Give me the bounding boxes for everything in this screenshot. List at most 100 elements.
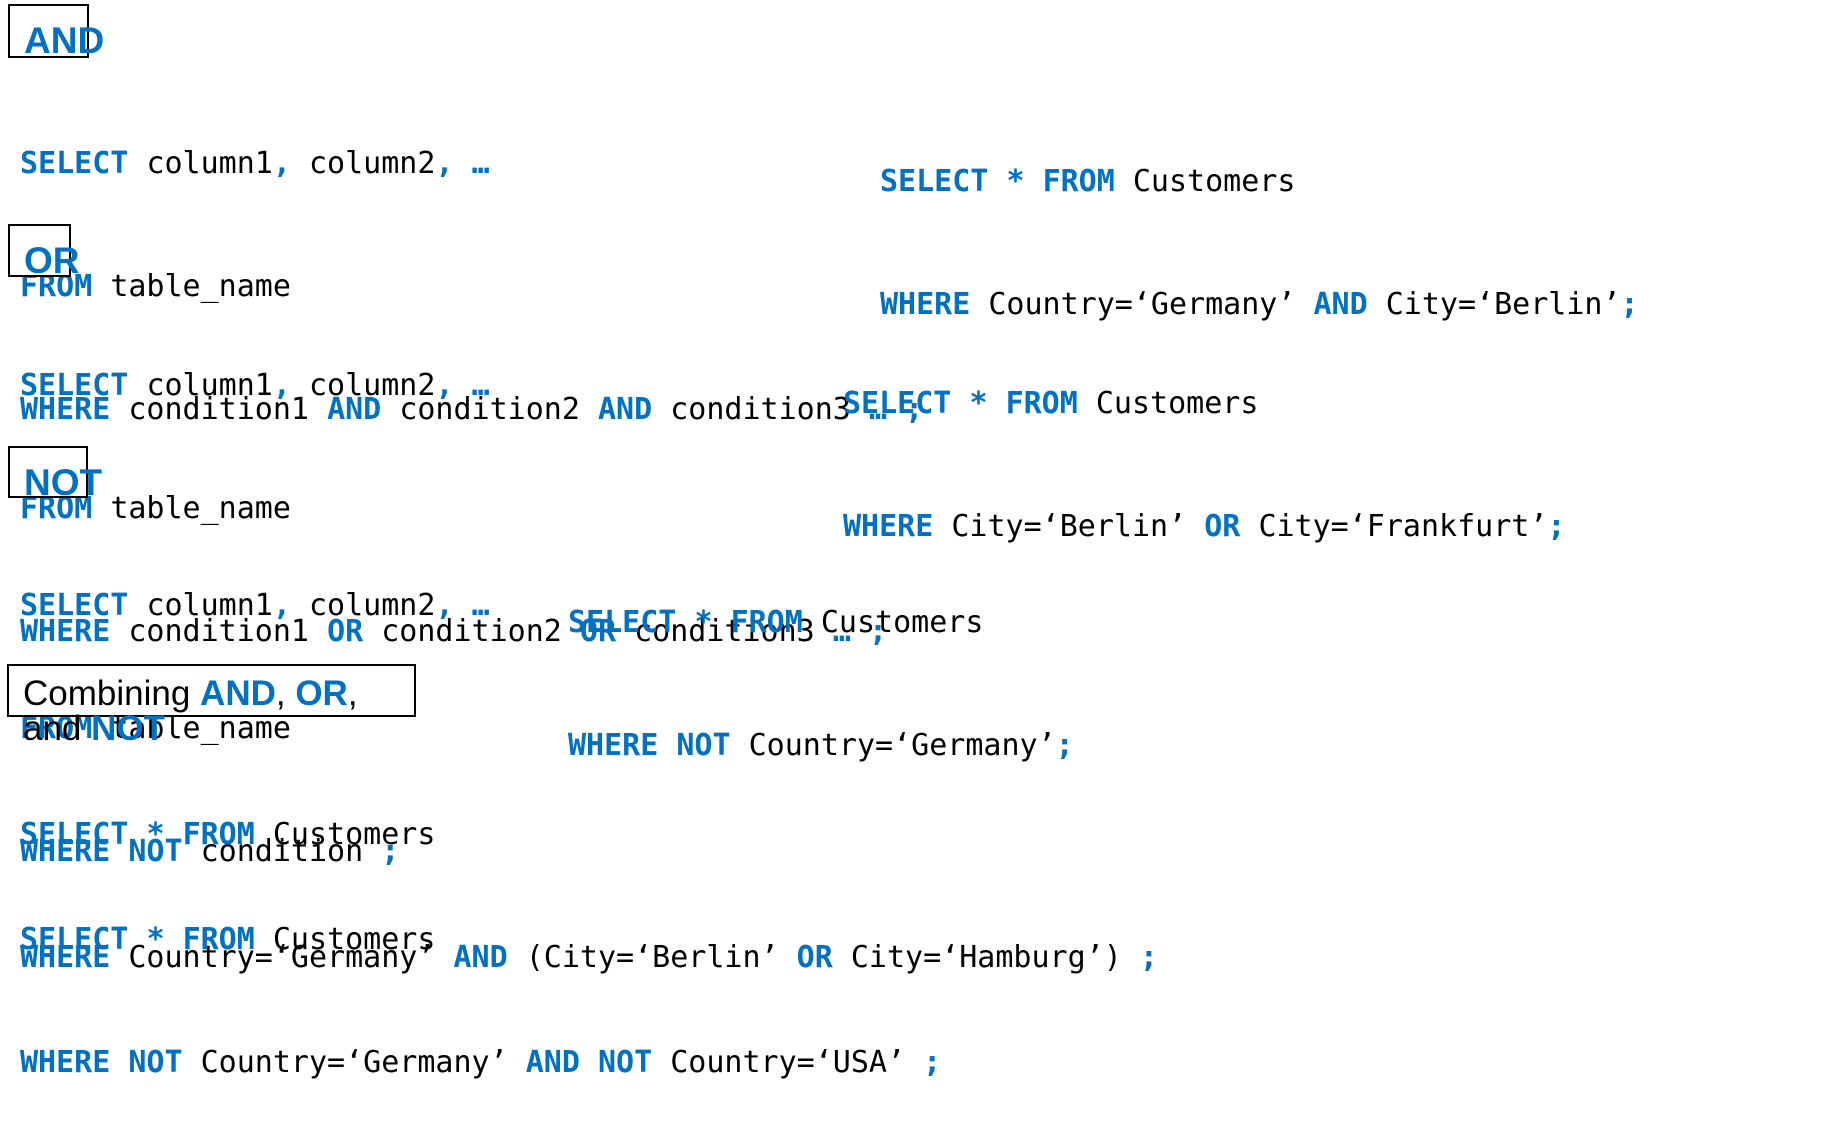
or-example-where-line: WHERE City=‘Berlin’ OR City=‘Frankfurt’;: [843, 506, 1565, 547]
or-example-block: SELECT * FROM Customers WHERE City=‘Berl…: [843, 301, 1565, 588]
semicolon: ;: [1055, 728, 1074, 763]
and-syntax-from-line: FROM table_name: [20, 266, 923, 307]
ellipsis: …: [471, 368, 490, 403]
column1-text: column1: [146, 146, 273, 181]
country-expr: Country=‘Germany’: [748, 728, 1056, 763]
condition2-text: condition2: [399, 392, 580, 427]
and-syntax-block: SELECT column1, column2, … FROM table_na…: [20, 61, 923, 471]
heading-combining-not: NOT: [91, 709, 166, 748]
semicolon: ;: [1620, 287, 1639, 322]
kw-not: NOT: [128, 834, 183, 869]
heading-combining-sep: ,: [275, 674, 296, 713]
kw-not: NOT: [597, 1045, 653, 1080]
city-expr: City=‘Berlin’: [543, 940, 779, 975]
kw-where: WHERE: [568, 728, 659, 763]
semicolon: ;: [381, 834, 400, 869]
kw-and: AND: [1313, 287, 1368, 322]
kw-and: AND: [525, 1045, 580, 1080]
kw-select: SELECT: [880, 164, 989, 199]
table-customers: Customers: [272, 922, 436, 957]
and-example-block: SELECT * FROM Customers WHERE Country=‘G…: [880, 79, 1639, 366]
kw-not: NOT: [676, 728, 731, 763]
not-syntax-where-line: WHERE NOT condition ;: [20, 831, 490, 872]
kw-where: WHERE: [20, 1045, 111, 1080]
kw-where: WHERE: [880, 287, 971, 322]
kw-select: SELECT: [20, 146, 129, 181]
and-example-select-line: SELECT * FROM Customers: [880, 161, 1639, 202]
table-name-text: table_name: [110, 269, 291, 304]
kw-not: NOT: [128, 1045, 183, 1080]
star: *: [146, 922, 165, 957]
country-expr: Country=‘Germany’: [128, 940, 436, 975]
city-expr: City=‘Hamburg’: [850, 940, 1104, 975]
table-customers: Customers: [272, 817, 436, 852]
combined-example1-select-line: SELECT * FROM Customers: [20, 814, 1158, 855]
kw-from: FROM: [182, 922, 255, 957]
and-syntax-where-line: WHERE condition1 AND condition2 AND cond…: [20, 389, 923, 430]
kw-where: WHERE: [843, 509, 934, 544]
ellipsis: …: [832, 614, 851, 649]
comma: ,: [272, 368, 291, 403]
semicolon: ;: [1139, 940, 1158, 975]
column2-text: column2: [309, 146, 436, 181]
kw-where: WHERE: [20, 834, 111, 869]
semicolon: ;: [923, 1045, 942, 1080]
combined-example1-block: SELECT * FROM Customers WHERE Country=‘G…: [20, 732, 1158, 1019]
column2-text: column2: [309, 588, 436, 623]
kw-select: SELECT: [20, 922, 129, 957]
comma: ,: [435, 588, 454, 623]
or-syntax-where-line: WHERE condition1 OR condition2 OR condit…: [20, 611, 887, 652]
kw-from: FROM: [730, 605, 803, 640]
semicolon: ;: [905, 392, 924, 427]
not-example-block: SELECT * FROM Customers WHERE NOT Countr…: [568, 520, 1074, 807]
city-expr: City=‘Berlin’: [1385, 287, 1621, 322]
column1-text: column1: [146, 368, 273, 403]
combined-example2-where-line: WHERE NOT Country=‘Germany’ AND NOT Coun…: [20, 1042, 941, 1083]
heading-combining-and: AND: [200, 674, 276, 713]
kw-or: OR: [327, 614, 364, 649]
ellipsis: …: [471, 588, 490, 623]
country-expr: Country=‘USA’: [670, 1045, 906, 1080]
kw-and: AND: [453, 940, 508, 975]
semicolon: ;: [868, 614, 887, 649]
condition1-text: condition1: [128, 392, 309, 427]
star: *: [694, 605, 713, 640]
condition3-text: condition3: [670, 392, 851, 427]
star: *: [969, 386, 988, 421]
heading-or: OR: [8, 224, 80, 279]
combined-example1-where-line: WHERE Country=‘Germany’ AND (City=‘Berli…: [20, 937, 1158, 978]
kw-select: SELECT: [20, 368, 129, 403]
paren-close: ): [1103, 940, 1122, 975]
and-syntax-select-line: SELECT column1, column2, …: [20, 143, 923, 184]
not-syntax-select-line: SELECT column1, column2, …: [20, 585, 490, 626]
heading-combining-or: OR: [295, 674, 348, 713]
heading-combining-sep: , and: [23, 674, 358, 748]
table-customers: Customers: [1132, 164, 1296, 199]
column2-text: column2: [309, 368, 436, 403]
table-customers: Customers: [820, 605, 984, 640]
star: *: [1006, 164, 1025, 199]
ellipsis: …: [868, 392, 887, 427]
kw-where: WHERE: [20, 614, 111, 649]
kw-or: OR: [579, 614, 617, 649]
heading-and-label: AND: [24, 20, 105, 61]
country-expr: Country=‘Germany’: [988, 287, 1296, 322]
condition-text: condition: [200, 834, 364, 869]
kw-select: SELECT: [843, 386, 952, 421]
condition1-text: condition1: [128, 614, 309, 649]
kw-or: OR: [1204, 509, 1241, 544]
city-expr: City=‘Frankfurt’: [1258, 509, 1548, 544]
star: *: [146, 817, 165, 852]
kw-where: WHERE: [20, 940, 111, 975]
or-example-select-line: SELECT * FROM Customers: [843, 383, 1565, 424]
heading-combining-text: Combining: [23, 674, 201, 713]
condition2-text: condition2: [381, 614, 562, 649]
kw-where: WHERE: [20, 392, 111, 427]
comma: ,: [272, 146, 291, 181]
kw-from: FROM: [1005, 386, 1078, 421]
not-example-select-line: SELECT * FROM Customers: [568, 602, 1074, 643]
table-customers: Customers: [1095, 386, 1259, 421]
combined-example2-block: SELECT * FROM Customers WHERE NOT Countr…: [20, 837, 941, 1124]
kw-and: AND: [327, 392, 382, 427]
heading-and: AND: [8, 4, 104, 59]
